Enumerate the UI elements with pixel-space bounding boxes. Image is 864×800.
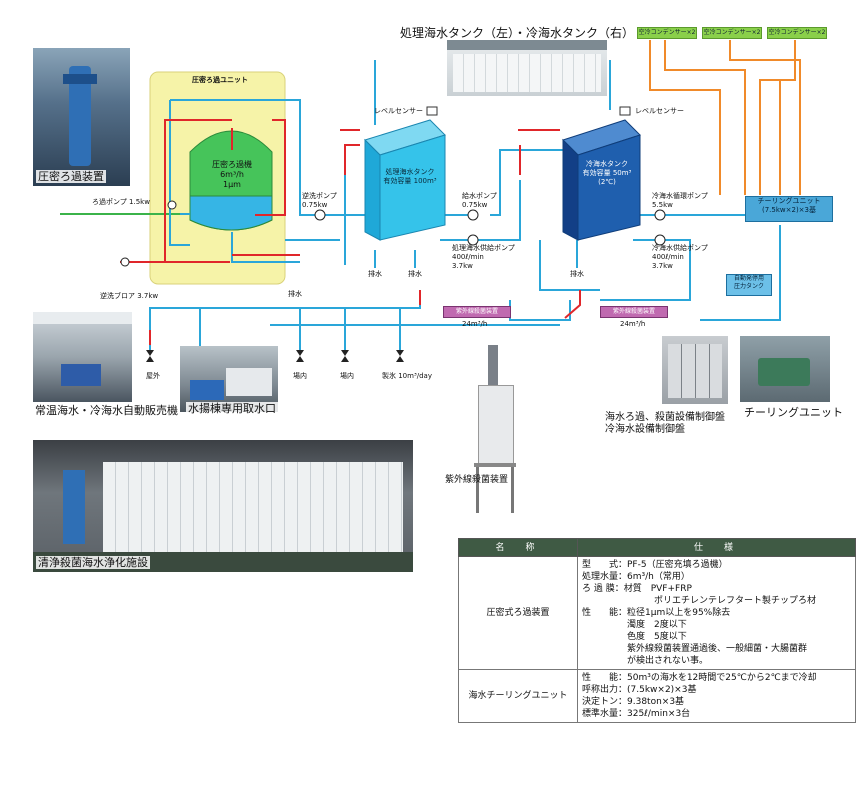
filter-drain-label: 排水 [288,290,302,298]
condenser-1: 空冷コンデンサー×2 [637,27,697,39]
outlet-ice: 製氷 10m³/day [382,372,432,380]
condenser-3: 空冷コンデンサー×2 [767,27,827,39]
spec-line: 色度 5度以下 [582,632,687,642]
spec-header-name: 名 称 [458,538,578,557]
vending-photo [33,312,132,402]
cold-level-sensor-label: レベルセンサー [635,107,684,115]
caption-vending: 常温海水・冷海水自動販売機 [33,404,180,417]
spec-line: 呼称出力：(7.5kw×2)×3基 [582,685,697,695]
cold-circ-pump-label: 冷海水循環ポンプ 5.5kw [652,192,708,209]
filter-pump-label: ろ過ポンプ 1.5kw [92,198,150,206]
spec-line: 濁度 2度以下 [582,620,687,630]
uv-unit-1: 紫外線殺菌装置 [443,306,511,318]
uv-unit-2: 紫外線殺菌装置 [600,306,668,318]
condenser-2: 空冷コンデンサー×2 [702,27,762,39]
caption-filter-device: 圧密ろ過装置 [36,170,106,183]
spec-line: 性 能：50m³の海水を12時間で25℃から2℃まで冷却 [582,673,817,683]
cold-drain-label: 排水 [570,270,584,278]
filter-unit-title: 圧密ろ過ユニット [192,76,248,84]
outlet-inside-2: 場内 [340,372,354,380]
treated-drain-1: 排水 [368,270,382,278]
spec-line: 処理水量：6m³/h（常用） [582,572,690,582]
spec-row-name: 海水チーリングユニット [458,669,578,723]
backwash-pump-label: 逆洗ポンプ 0.75kw [302,192,337,209]
backwash-blower-label: 逆洗ブロア 3.7kw [100,292,159,300]
uv-unit-1-flow: 24m³/h [462,320,488,328]
table-row: 圧密式ろ過装置 型 式：PF-5（圧密充填ろ過機） 処理水量：6m³/h（常用）… [458,556,856,670]
spec-table: 名 称 仕 様 圧密式ろ過装置 型 式：PF-5（圧密充填ろ過機） 処理水量：6… [458,538,856,723]
spec-header-spec: 仕 様 [577,538,856,557]
treated-supply-pump-label: 処理海水供給ポンプ 400ℓ/min 3.7kw [452,244,515,270]
treated-tank-label: 処理海水タンク 有効容量 100m³ [383,168,437,185]
caption-facility: 清浄殺菌海水浄化施設 [36,556,150,569]
spec-row-lines: 型 式：PF-5（圧密充填ろ過機） 処理水量：6m³/h（常用） ろ 過 膜：材… [577,556,856,670]
spec-line: 性 能：粒径1μm以上を95%除去 [582,608,731,618]
cold-supply-pump-label: 冷海水供給ポンプ 400ℓ/min 3.7kw [652,244,708,270]
uv-device-photo [464,345,526,515]
level-sensor-2 [619,106,631,116]
caption-chilling-unit: チーリングユニット [744,406,843,419]
cold-tank-label: 冷海水タンク 有効容量 50m³ (2℃) [582,160,632,186]
spec-row-lines: 性 能：50m³の海水を12時間で25℃から2℃まで冷却 呼称出力：(7.5kw… [577,669,856,723]
table-row: 海水チーリングユニット 性 能：50m³の海水を12時間で25℃から2℃まで冷却… [458,669,856,723]
spec-line: 紫外線殺菌装置通過後、一般細菌・大腸菌群 [582,644,808,654]
chilling-unit-photo [740,336,830,402]
caption-intake: 水揚棟専用取水口 [186,402,278,415]
level-sensor-1 [426,106,438,116]
cold-tank [577,134,641,241]
filter-machine-label: 圧密ろ過機 6m³/h 1μm [212,160,252,189]
tanks-photo [447,40,607,96]
caption-control-panel: 海水ろ過、殺菌設備制御盤 冷海水設備制御盤 [605,412,725,435]
spec-line: が検出されない事。 [582,656,709,666]
spec-line: ポリエチレンテレフタート製チップろ材 [582,596,817,606]
diagram-title: 処理海水タンク（左）・冷海水タンク（右） [400,26,635,40]
facility-photo [33,440,413,572]
treated-tank [379,134,446,241]
outlet-outdoor: 屋外 [146,372,160,380]
chilling-unit-box: チーリングユニット (7.5kw×2)×3基 [745,196,833,222]
treated-drain-2: 排水 [408,270,422,278]
spec-row-name: 圧密式ろ過装置 [458,556,578,670]
spec-line: 決定トン：9.38ton×3基 [582,697,685,707]
caption-uv-device: 紫外線殺菌装置 [445,475,509,485]
uv-unit-2-flow: 24m³/h [620,320,646,328]
feed-pump-label: 給水ポンプ 0.75kw [462,192,497,209]
control-panel-photo [662,336,728,404]
outlet-inside-1: 場内 [293,372,307,380]
pressure-tank-box: 自動発停用 圧力タンク [726,274,772,296]
filter-machine-bottom [189,195,273,231]
intake-photo [180,346,278,412]
filter-device-photo [33,48,130,186]
spec-line: 型 式：PF-5（圧密充填ろ過機） [582,560,728,570]
spec-line: 標準水量：325ℓ/min×3台 [582,709,691,719]
spec-line: ろ 過 膜：材質 PVF+FRP [582,584,692,594]
treated-level-sensor-label: レベルセンサー [374,107,423,115]
